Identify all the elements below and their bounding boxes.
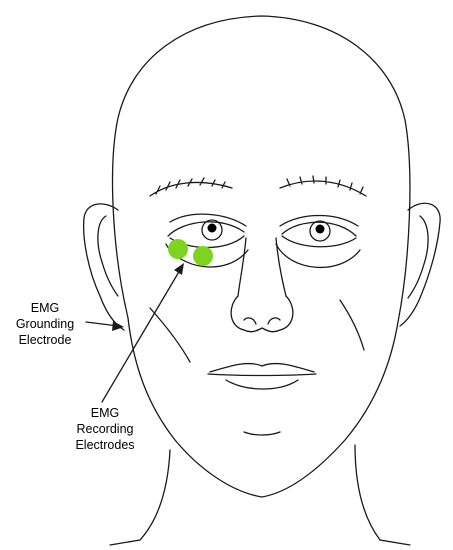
nose-bridge-right bbox=[275, 237, 287, 297]
nose-bridge-left bbox=[237, 237, 247, 297]
left-eyebrow bbox=[149, 177, 233, 197]
right-eye-crease bbox=[279, 214, 359, 227]
neck-left bbox=[139, 449, 171, 541]
nostril-left bbox=[243, 317, 257, 325]
right-ear bbox=[399, 202, 441, 327]
shoulder-left bbox=[109, 539, 141, 546]
mouth-lower-lip bbox=[225, 379, 299, 390]
right-iris bbox=[309, 220, 331, 242]
mouth-upper-lip bbox=[209, 362, 315, 373]
right-eye-bag bbox=[275, 243, 361, 269]
right-eyebrow bbox=[279, 175, 367, 197]
recording-label-line-3: Electrodes bbox=[75, 438, 135, 452]
recording-electrode-2 bbox=[193, 246, 213, 266]
left-pupil bbox=[207, 223, 217, 233]
recording-electrodes-label: EMG Recording Electrodes bbox=[60, 405, 150, 453]
right-pupil bbox=[315, 224, 325, 234]
grounding-label-line-2: Grounding bbox=[15, 317, 75, 331]
left-cheek-line bbox=[149, 307, 191, 363]
nose-tip bbox=[230, 295, 294, 333]
recording-label-line-1: EMG bbox=[90, 406, 120, 420]
grounding-electrode-label: EMG Grounding Electrode bbox=[4, 300, 86, 348]
right-eye-upper-lid bbox=[281, 221, 357, 237]
left-iris bbox=[201, 219, 223, 241]
left-ear-inner bbox=[97, 215, 119, 297]
grounding-label-line-3: Electrode bbox=[18, 333, 72, 347]
recording-arrowhead bbox=[174, 263, 184, 275]
recording-label-line-2: Recording bbox=[76, 422, 134, 436]
right-eye-lower-lid bbox=[281, 235, 357, 248]
grounding-label-line-1: EMG bbox=[30, 301, 60, 315]
neck-right bbox=[354, 444, 381, 541]
head-outline bbox=[111, 15, 411, 498]
recording-arrow-line bbox=[101, 269, 181, 403]
left-eye-upper-lid bbox=[167, 221, 245, 237]
nostril-right bbox=[267, 317, 281, 325]
right-cheek-line bbox=[339, 299, 365, 351]
mouth-line bbox=[207, 373, 317, 377]
recording-electrode-1 bbox=[168, 239, 188, 259]
right-ear-inner bbox=[407, 215, 429, 299]
left-ear bbox=[82, 203, 125, 331]
chin-line bbox=[243, 431, 281, 436]
grounding-arrowhead bbox=[112, 321, 124, 331]
shoulder-right bbox=[379, 539, 411, 546]
left-eye-crease bbox=[169, 213, 247, 227]
